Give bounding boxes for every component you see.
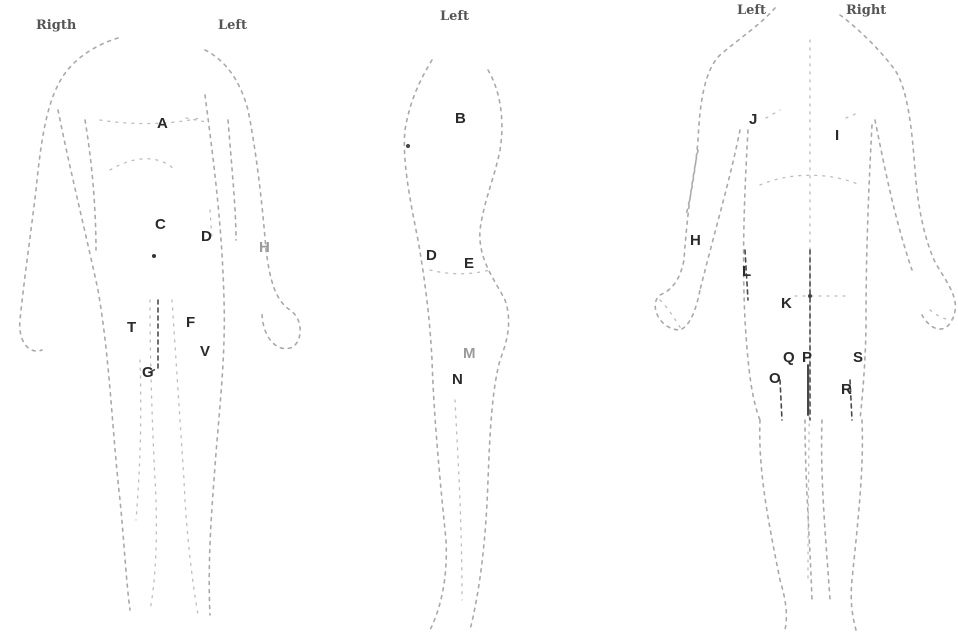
front-right-header: Rigth: [36, 18, 77, 33]
side-point-n: N: [452, 371, 463, 388]
front-point-c: C: [155, 216, 166, 233]
front-point-h: H: [259, 239, 270, 256]
back-left-header: Left: [737, 3, 766, 18]
back-point-j: J: [749, 111, 757, 128]
back-point-l: L: [742, 263, 751, 280]
front-point-g: G: [142, 364, 154, 381]
front-point-t: T: [127, 319, 136, 336]
side-left-header: Left: [440, 9, 469, 24]
back-point-i: I: [835, 127, 839, 144]
side-point-b: B: [455, 110, 466, 127]
back-point-s: S: [853, 349, 863, 366]
front-point-a: A: [157, 115, 168, 132]
front-point-v: V: [200, 343, 210, 360]
back-figure: [655, 8, 955, 630]
front-left-header: Left: [218, 18, 247, 33]
back-point-k: K: [781, 295, 792, 312]
back-point-q: Q: [783, 349, 795, 366]
side-point-d: D: [426, 247, 437, 264]
side-point-e: E: [464, 255, 474, 272]
front-point-f: F: [186, 314, 195, 331]
back-right-header: Right: [846, 3, 886, 18]
side-point-m: M: [463, 345, 476, 362]
front-point-d: D: [201, 228, 212, 245]
back-point-o: O: [769, 370, 781, 387]
back-point-p: P: [802, 349, 812, 366]
side-figure: [404, 60, 508, 630]
back-point-r: R: [841, 381, 852, 398]
back-point-h: H: [690, 232, 701, 249]
